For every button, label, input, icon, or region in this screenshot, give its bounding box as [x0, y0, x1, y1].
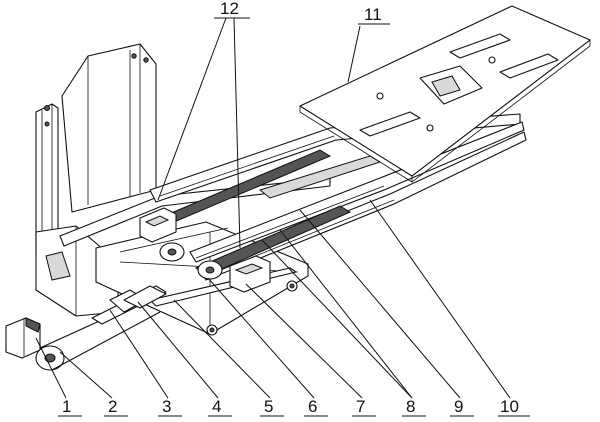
- drive-motor: [5, 317, 41, 359]
- callout-6: 6: [308, 397, 317, 416]
- platen-slot-3: [499, 53, 559, 79]
- callout-labels: 1 2 3 4 5 6 7 8 9 10 11 12: [62, 0, 519, 416]
- top-platen: [299, 5, 591, 183]
- slide-arm: [91, 285, 167, 325]
- callout-12: 12: [220, 0, 239, 18]
- callout-11: 11: [364, 5, 382, 24]
- carriage-blocks: [139, 207, 271, 293]
- callout-1: 1: [62, 397, 71, 416]
- middle-guide: [189, 121, 525, 263]
- callout-8: 8: [406, 397, 415, 416]
- back-plate: [61, 43, 157, 213]
- linear-guides: [149, 113, 527, 281]
- carriage-block-1: [139, 207, 177, 243]
- leader-lines: [35, 17, 530, 417]
- lower-guide: [199, 131, 527, 281]
- callout-10: 10: [500, 397, 519, 416]
- callout-2: 2: [108, 397, 117, 416]
- callout-5: 5: [264, 397, 273, 416]
- slide-block-2: [123, 285, 167, 309]
- carriage-block-2: [229, 255, 271, 293]
- platen-slot-1: [359, 111, 421, 137]
- callout-4: 4: [212, 397, 221, 416]
- callout-3: 3: [162, 397, 171, 416]
- platen-slot-2: [449, 33, 511, 59]
- bracket-cutout: [45, 251, 71, 281]
- callout-9: 9: [454, 397, 463, 416]
- callout-7: 7: [356, 397, 365, 416]
